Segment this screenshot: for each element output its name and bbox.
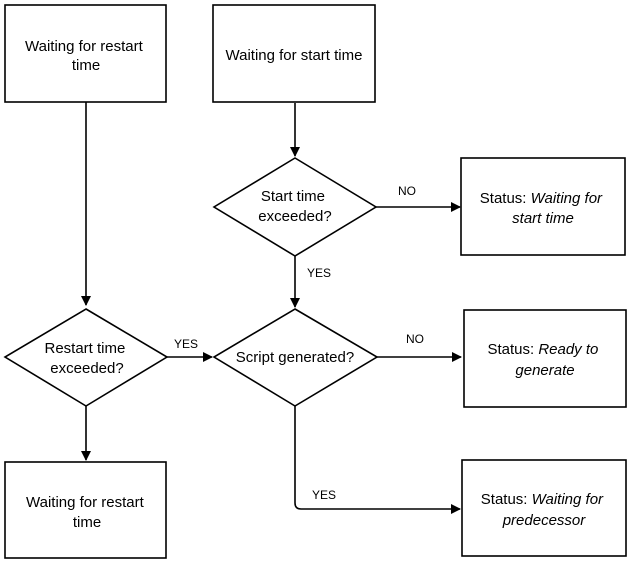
node-text-line: Start time — [261, 188, 325, 205]
status-prefix: Status: — [481, 491, 532, 508]
status-value: start time — [512, 210, 574, 227]
svg-text:Waiting for restart time: Waiting for restart time — [25, 38, 147, 74]
svg-text:Start time exceeded?: Start time exceeded? — [258, 188, 331, 225]
node-text-line: Waiting for restart — [26, 494, 145, 511]
status-prefix: Status: — [487, 341, 538, 358]
svg-text:Status: Waiting for star: Status: Waiting for start time — [480, 190, 606, 227]
svg-text:Status: Waiting for pred: Status: Waiting for predecessor — [481, 491, 607, 529]
edge-labels: NO YES YES NO YES — [174, 184, 424, 502]
node-status-predecessor: Status: Waiting for predecessor — [461, 459, 627, 557]
edge-label-script-yes: YES — [312, 488, 336, 502]
edge-label-start-no: NO — [398, 184, 416, 198]
node-waiting-start: Waiting for start time — [212, 4, 376, 103]
node-status-waiting-start: Status: Waiting for start time — [460, 157, 626, 256]
node-text-line: time — [73, 514, 101, 531]
node-waiting-restart-top: Waiting for restart time — [4, 4, 167, 103]
decision-script-generated: Script generated? — [212, 308, 379, 407]
status-value: predecessor — [502, 512, 587, 529]
node-text-line: exceeded? — [258, 208, 331, 225]
node-status-ready: Status: Ready to generate — [463, 309, 627, 408]
decision-restart-time-exceeded: Restart time exceeded? — [3, 308, 169, 407]
svg-text:Script generated?: Script generated? — [236, 349, 354, 366]
node-text-line: Restart time — [44, 340, 125, 357]
edge-label-start-yes: YES — [307, 266, 331, 280]
node-text-line: exceeded? — [50, 360, 123, 377]
edges — [81, 102, 462, 514]
edge-label-script-no: NO — [406, 332, 424, 346]
svg-text:Status: Ready to generat: Status: Ready to generate — [487, 341, 602, 379]
status-value: generate — [515, 362, 574, 379]
status-prefix: Status: — [480, 190, 531, 207]
node-text-line: Waiting for restart — [25, 38, 144, 55]
decision-start-time-exceeded: Start time exceeded? — [212, 157, 378, 257]
svg-text:Restart time exceeded?: Restart time exceeded? — [44, 340, 129, 377]
status-value: Waiting for — [531, 190, 603, 207]
status-value: Ready to — [538, 341, 598, 358]
node-text-line: time — [72, 57, 100, 74]
status-value: Waiting for — [532, 491, 604, 508]
svg-text:Waiting for start time: Waiting for start time — [226, 47, 363, 64]
edge-label-restart-yes: YES — [174, 337, 198, 351]
svg-text:Waiting for restart time: Waiting for restart time — [26, 494, 148, 531]
node-text-line: Waiting for start time — [226, 47, 363, 64]
node-text-line: Script generated? — [236, 349, 354, 366]
node-waiting-restart-bottom: Waiting for restart time — [4, 461, 167, 559]
edge-script-decision-yes — [294, 406, 461, 514]
